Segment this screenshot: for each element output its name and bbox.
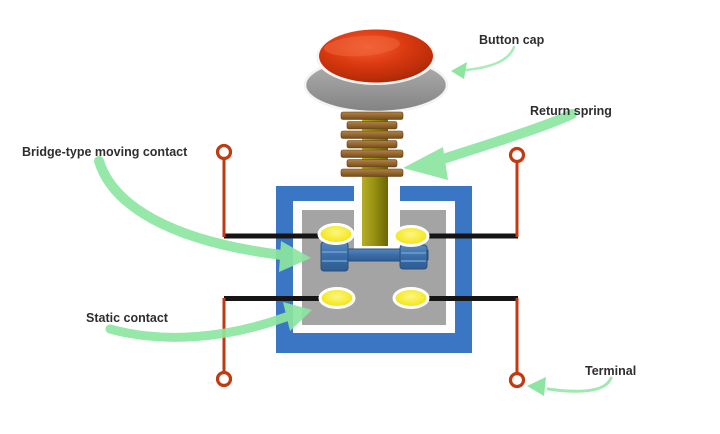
- cap-highlight: [324, 35, 400, 57]
- labels: Button cap Return spring Bridge-type mov…: [22, 33, 636, 378]
- spring-coil: [340, 168, 404, 177]
- bridge-block-left: [320, 241, 349, 272]
- arrow-return-spring: [403, 109, 577, 180]
- arrow-button-cap: [451, 45, 516, 79]
- spring-coil: [346, 159, 398, 168]
- button-cap: [303, 29, 449, 114]
- spring-coil: [346, 121, 398, 130]
- terminal-ring: [215, 143, 233, 161]
- arrow-body: [94, 156, 287, 260]
- label-button-cap: Button cap: [479, 33, 545, 47]
- wires: [224, 233, 518, 301]
- static-contact-upper-left: [317, 223, 355, 245]
- label-terminal: Terminal: [585, 364, 636, 378]
- wire-upper-left: [224, 233, 328, 239]
- arrow-bridge-contact: [94, 156, 311, 272]
- terminal-top-right: [508, 146, 526, 237]
- static-contact-lower-left: [318, 287, 356, 309]
- terminal-bottom-left: [215, 298, 233, 388]
- spring-coil: [340, 130, 404, 139]
- bridge-block-ridges: [322, 251, 426, 262]
- terminal-top-left: [215, 143, 233, 237]
- arrow-terminal: [527, 376, 613, 396]
- terminal-ring: [215, 370, 233, 388]
- terminal-ring: [508, 146, 526, 164]
- return-spring: [340, 111, 404, 177]
- terminal-ring: [508, 371, 526, 389]
- arrow-head: [283, 302, 312, 331]
- arrow-body: [464, 45, 516, 72]
- spring-coil: [346, 140, 398, 149]
- spring-coil: [340, 149, 404, 158]
- arrow-body: [105, 312, 291, 342]
- spring-coil: [340, 111, 404, 120]
- arrow-head: [527, 377, 546, 396]
- arrow-static-contact: [105, 302, 312, 342]
- static-contact-lower-right: [392, 287, 430, 309]
- terminals: [215, 143, 526, 389]
- arrow-head: [403, 147, 448, 180]
- label-static-contact: Static contact: [86, 311, 169, 325]
- wire-upper-right: [421, 233, 518, 239]
- label-return-spring: Return spring: [530, 104, 612, 118]
- label-bridge-moving-contact: Bridge-type moving contact: [22, 145, 188, 159]
- static-contacts: [317, 223, 430, 309]
- bridge-block-right: [399, 244, 428, 270]
- callout-arrows: [94, 45, 613, 396]
- arrow-head: [279, 241, 311, 272]
- wire-lower-right: [421, 296, 518, 301]
- static-contact-upper-right: [392, 225, 430, 247]
- arrow-head: [451, 62, 467, 79]
- arrow-body: [432, 109, 577, 166]
- wire-lower-left: [224, 296, 328, 301]
- terminal-bottom-right: [508, 298, 526, 389]
- arrow-body: [546, 376, 613, 393]
